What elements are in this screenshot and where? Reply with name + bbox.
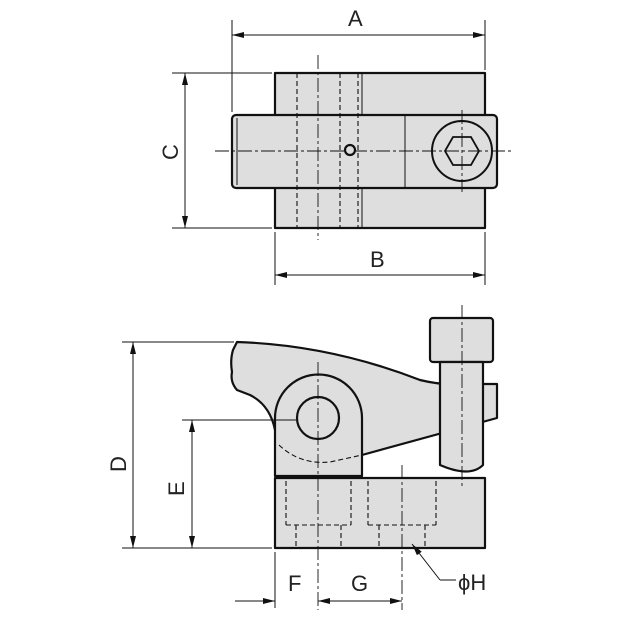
set-screw-icon [343, 143, 357, 157]
hex-socket-icon [443, 136, 481, 166]
dimension-h: ϕH [411, 543, 486, 595]
side-view [230, 305, 499, 610]
label-f: F [288, 571, 301, 596]
dimension-d: D [106, 341, 272, 549]
label-b: B [370, 247, 385, 272]
label-c: C [158, 144, 183, 160]
dimension-b: B [274, 232, 486, 285]
label-d: D [106, 456, 131, 472]
dimension-f-g: F G [235, 552, 402, 608]
top-view [215, 55, 512, 240]
dimension-c: C [158, 72, 272, 229]
label-h: ϕH [458, 570, 486, 595]
label-a: A [348, 6, 363, 31]
label-e: E [164, 481, 189, 496]
label-g: G [351, 571, 368, 596]
dimension-e: E [164, 419, 296, 548]
dimension-a: A [231, 6, 486, 112]
